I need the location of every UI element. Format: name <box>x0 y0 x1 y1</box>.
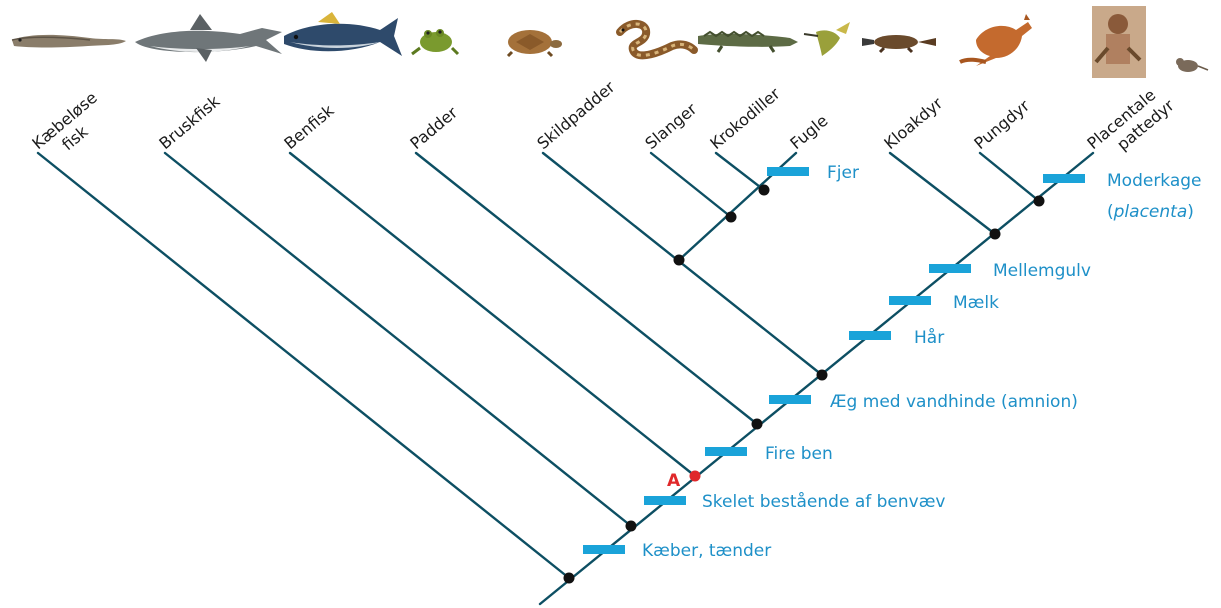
platypus-icon <box>862 35 936 52</box>
trait-bar-fire-ben <box>705 447 747 456</box>
snake-icon <box>620 24 694 55</box>
node <box>759 185 770 196</box>
crocodile-icon <box>698 32 798 52</box>
trait-bar-kaeber <box>583 545 625 554</box>
branch-pungdyr <box>980 153 1039 201</box>
branch-krokodiller <box>716 153 764 190</box>
trait-bar-mellemgulv <box>929 264 971 273</box>
trait-bar-maelk <box>889 296 931 305</box>
taxon-label-skildpadder: Skildpadder <box>533 77 618 153</box>
organism-pictures <box>12 6 1208 78</box>
trait-label-fjer: Fjer <box>827 163 859 183</box>
trait-label-aeg: Æg med vandhinde (amnion) <box>830 392 1078 412</box>
branch-benfisk <box>290 153 695 476</box>
node <box>817 370 828 381</box>
marker-a-label: A <box>667 471 681 491</box>
trait-label-fire-ben: Fire ben <box>765 444 833 464</box>
shark-icon <box>135 14 282 62</box>
branch-slanger <box>651 153 731 217</box>
human-and-mouse-icon <box>1092 6 1208 78</box>
taxon-label-pungdyr: Pungdyr <box>970 96 1033 153</box>
taxon-label-slanger: Slanger <box>641 99 700 153</box>
branch-kaebeloese-fisk <box>38 153 569 578</box>
tree-branches <box>38 153 1093 604</box>
trait-label-placenta: (placenta) <box>1107 202 1194 222</box>
trait-label-haar: Hår <box>914 327 944 348</box>
trait-labels: Kæber, tænder Skelet bestående af benvæv… <box>642 163 1202 561</box>
placenta-italic: placenta <box>1113 202 1188 222</box>
tree-nodes <box>564 185 1045 584</box>
node <box>1034 196 1045 207</box>
taxon-label-benfisk: Benfisk <box>280 100 338 153</box>
taxon-label-padder: Padder <box>406 103 461 153</box>
node <box>674 255 685 266</box>
turtle-icon <box>508 30 562 56</box>
node <box>726 212 737 223</box>
paren-close: ) <box>1187 202 1194 222</box>
bird-icon <box>804 22 850 56</box>
node <box>752 419 763 430</box>
node <box>564 573 575 584</box>
lamprey-icon <box>12 35 126 48</box>
tuna-icon <box>284 12 402 56</box>
kangaroo-icon <box>960 14 1032 66</box>
taxon-label-bruskfisk: Bruskfisk <box>155 91 224 153</box>
branch-padder <box>416 153 757 424</box>
node <box>990 229 1001 240</box>
trait-label-skelet: Skelet bestående af benvæv <box>702 491 945 512</box>
trait-bar-moderkage <box>1043 174 1085 183</box>
taxon-label-kloakdyr: Kloakdyr <box>880 93 946 153</box>
trait-label-maelk: Mælk <box>953 293 999 313</box>
frog-icon <box>412 29 458 54</box>
branch-bruskfisk <box>165 153 631 526</box>
taxon-label-placentale: Placentale pattedyr <box>1083 80 1178 168</box>
trait-label-moderkage: Moderkage <box>1107 171 1202 191</box>
taxon-labels: Kæbeløse fisk Bruskfisk Benfisk Padder S… <box>28 77 1178 168</box>
trait-label-mellemgulv: Mellemgulv <box>993 261 1091 281</box>
node <box>626 521 637 532</box>
trait-bar-skelet <box>644 496 686 505</box>
paren-open: ( <box>1107 202 1114 222</box>
taxon-label-fugle: Fugle <box>786 111 831 153</box>
trait-bar-fjer <box>767 167 809 176</box>
main-spine <box>540 153 1093 604</box>
marker-a-dot <box>690 471 701 482</box>
trait-label-kaeber: Kæber, tænder <box>642 541 771 561</box>
trait-bar-haar <box>849 331 891 340</box>
taxon-label-krokodiller: Krokodiller <box>706 84 784 153</box>
branch-kloakdyr <box>890 153 995 234</box>
trait-bar-aeg <box>769 395 811 404</box>
